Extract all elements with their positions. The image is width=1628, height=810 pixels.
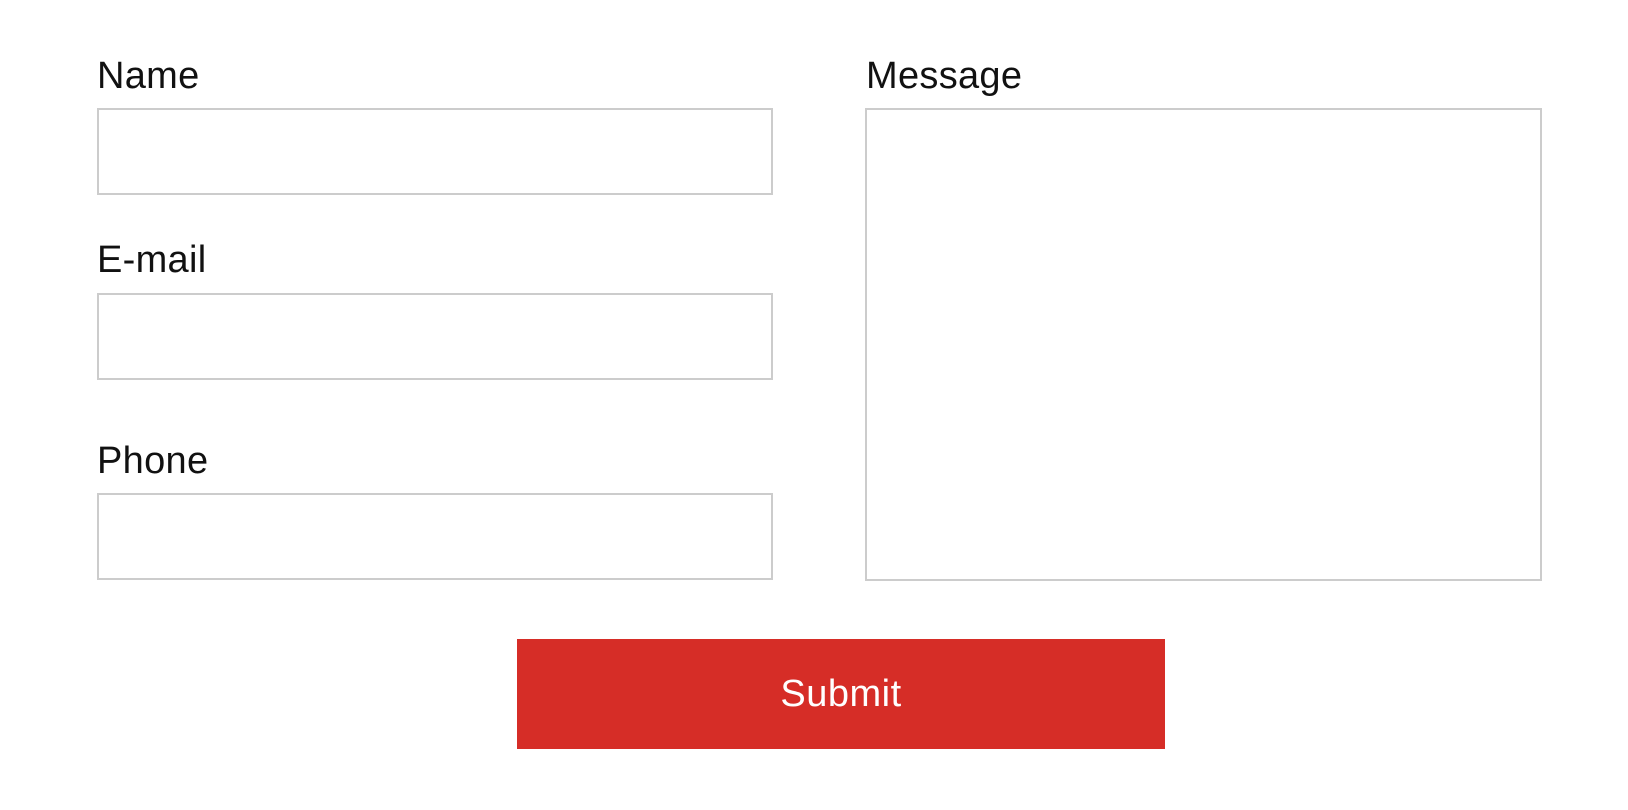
phone-input[interactable]	[97, 493, 773, 580]
email-input[interactable]	[97, 293, 773, 380]
phone-label: Phone	[97, 440, 209, 482]
name-label: Name	[97, 55, 200, 97]
name-input[interactable]	[97, 108, 773, 195]
submit-button[interactable]: Submit	[517, 639, 1165, 749]
message-label: Message	[866, 55, 1023, 97]
message-textarea[interactable]	[865, 108, 1542, 581]
email-label: E-mail	[97, 239, 207, 281]
